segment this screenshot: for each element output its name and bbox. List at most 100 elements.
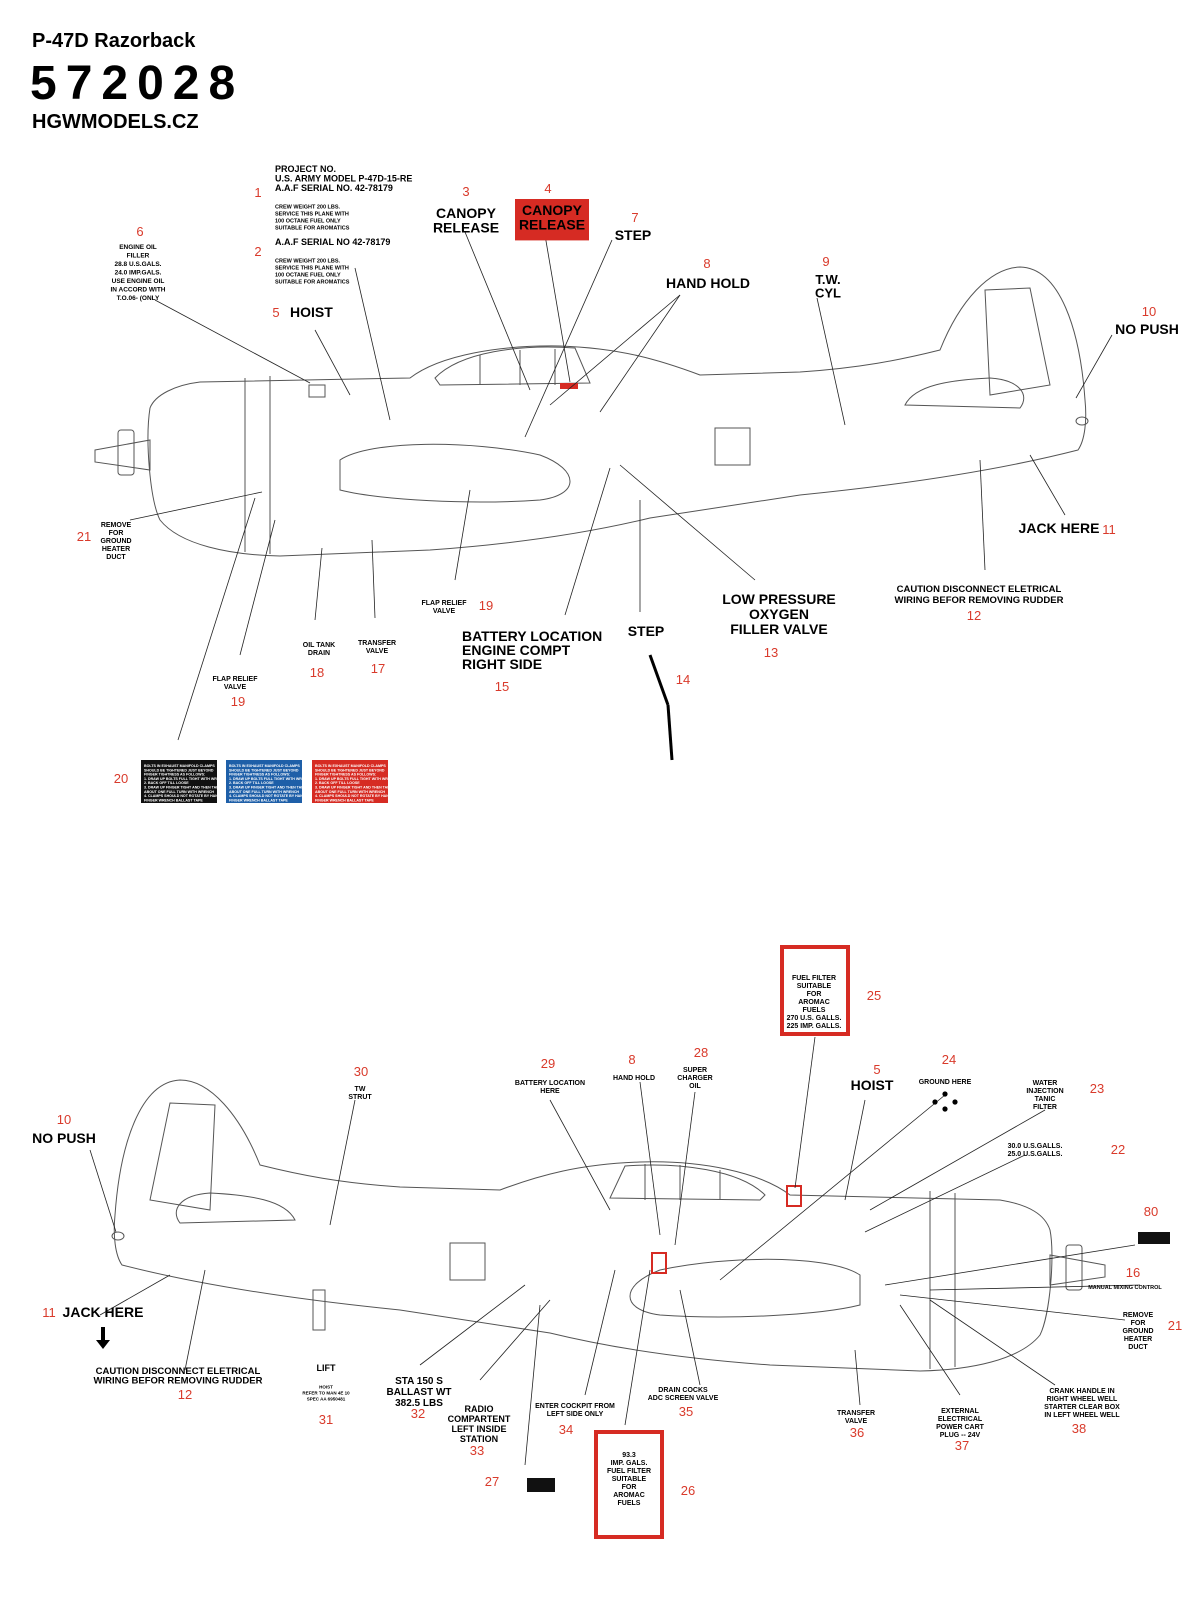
placard-line: 1. DRAW UP BOLTS FULL TIGHT WITH WRENCH xyxy=(315,777,398,781)
callout-number: 11 xyxy=(1102,522,1116,537)
stencil-subline: SUITABLE FOR AROMATICS xyxy=(275,225,350,231)
stencil-line: FLAP RELIEF xyxy=(422,600,468,607)
stencil-line: RIGHT WHEEL WELL xyxy=(1047,1396,1118,1403)
callout-number: 6 xyxy=(136,224,143,239)
callout-number: 19 xyxy=(479,598,493,613)
red-frame xyxy=(594,1430,664,1539)
stencil-line: VALVE xyxy=(845,1418,868,1425)
stencil-line: VALVE xyxy=(366,648,389,655)
stencil-line: ELECTRICAL xyxy=(938,1416,983,1423)
callout-number: 36 xyxy=(850,1425,864,1440)
bottom-leader-lines xyxy=(89,1036,1141,1466)
stencil-line: VALVE xyxy=(433,608,456,615)
stencil-line: HOIST xyxy=(851,1077,894,1093)
stencil-subline: HOIST xyxy=(319,1384,333,1389)
callout-number: 3 xyxy=(462,184,469,199)
stencil-line: JACK HERE xyxy=(63,1304,144,1320)
stencil-line: NO PUSH xyxy=(32,1130,96,1146)
stencil-line: A.A.F SERIAL NO. 42-78179 xyxy=(275,183,393,193)
callout-number: 21 xyxy=(77,529,91,544)
stencil-line: SUITABLE xyxy=(612,1476,647,1483)
stencil-line: GROUND xyxy=(1122,1328,1153,1335)
stencil-line: OIL xyxy=(689,1083,701,1090)
callout-number: 16 xyxy=(1126,1265,1140,1280)
stencil-line: LIFT xyxy=(317,1363,336,1373)
decal-plate xyxy=(527,1478,555,1492)
placard-line: SHOULD BE TIGHTENED JUST BEYOND xyxy=(229,768,299,772)
stencil-line: RADIO xyxy=(465,1404,494,1414)
callout-number: 31 xyxy=(319,1412,333,1427)
placard-line: 4. CLAMPS SHOULD NOT ROTATE BY HAND BUT xyxy=(144,794,230,798)
stencil-line: 24.0 IMP.GALS. xyxy=(115,270,162,277)
stencil-line: IN ACCORD WITH xyxy=(110,287,165,294)
placard-line: FINGER WRENCH BALLAST TAPE xyxy=(315,798,374,802)
stencil-line: CAUTION DISCONNECT ELETRICAL xyxy=(897,584,1062,595)
stencil-line: 225 IMP. GALLS. xyxy=(787,1023,842,1030)
stencil-line: ENTER COCKPIT FROM xyxy=(535,1403,615,1410)
stencil-line: CHARGER xyxy=(677,1075,712,1082)
stencil-line: RELEASE xyxy=(433,220,499,236)
callout-80: 80 xyxy=(1138,1204,1170,1244)
placard-line: 4. CLAMPS SHOULD NOT ROTATE BY HAND BUT xyxy=(315,794,401,798)
stencil-line: BATTERY LOCATION xyxy=(515,1080,585,1087)
stencil-line: HAND HOLD xyxy=(613,1075,655,1082)
callout-number: 8 xyxy=(703,256,710,271)
stencil-line: FILTER xyxy=(1033,1104,1057,1111)
stencil-line: ENGINE OIL xyxy=(119,244,157,251)
stencil-line: T.O.06- (ONLY xyxy=(117,295,160,302)
stencil-line: CANOPY xyxy=(436,205,497,221)
stencil-line: FILLER VALVE xyxy=(730,621,827,637)
product-code: 572028 xyxy=(30,57,245,110)
stencil-subline: CREW WEIGHT 200 LBS. xyxy=(275,258,341,264)
ground-point-icon xyxy=(942,1106,948,1112)
callout-number: 7 xyxy=(631,210,638,225)
stencil-line: 93.3 xyxy=(622,1452,636,1459)
stencil-line: GROUND HERE xyxy=(919,1079,972,1086)
stencil-subline: CREW WEIGHT 200 LBS. xyxy=(275,204,341,210)
placard-line: FINGER TIGHTNESS AS FOLLOWS: xyxy=(229,773,290,777)
stencil-line: FUEL FILTER xyxy=(792,975,836,982)
callout-number: 2 xyxy=(254,244,261,259)
stencil-line: JACK HERE xyxy=(1019,520,1100,536)
callout-number: 19 xyxy=(231,694,245,709)
callout-9: 9T.W.CYL xyxy=(815,254,841,301)
callout-number: 33 xyxy=(470,1443,484,1458)
callout-number: 32 xyxy=(411,1406,425,1421)
callout-number: 28 xyxy=(694,1045,708,1060)
callout-number: 12 xyxy=(967,608,981,623)
stencil-line: SUITABLE xyxy=(797,983,832,990)
ground-point-icon xyxy=(932,1099,938,1105)
top-leader-lines xyxy=(129,231,1113,761)
stencil-subline: 100 OCTANE FUEL ONLY xyxy=(275,218,341,224)
ground-point-icon xyxy=(942,1091,948,1097)
stencil-line: SUPER xyxy=(683,1067,707,1074)
callout-number: 5 xyxy=(272,305,279,320)
callout-number: 14 xyxy=(676,672,690,687)
callout-number: 25 xyxy=(867,988,881,1003)
placard-line: SHOULD BE TIGHTENED JUST BEYOND xyxy=(315,768,385,772)
callout-number: 8 xyxy=(628,1052,635,1067)
stencil-line: FILLER xyxy=(127,253,150,260)
stencil-subline: 100 OCTANE FUEL ONLY xyxy=(275,272,341,278)
placard-line: 3. DRAW UP FINGER TIGHT AND THEN TAKE xyxy=(229,786,307,790)
placard-line: FINGER WRENCH BALLAST TAPE xyxy=(229,798,288,802)
stencil-line: OXYGEN xyxy=(749,606,809,622)
stencil-line: BALLAST WT xyxy=(387,1387,452,1398)
callout-number: 15 xyxy=(495,679,509,694)
